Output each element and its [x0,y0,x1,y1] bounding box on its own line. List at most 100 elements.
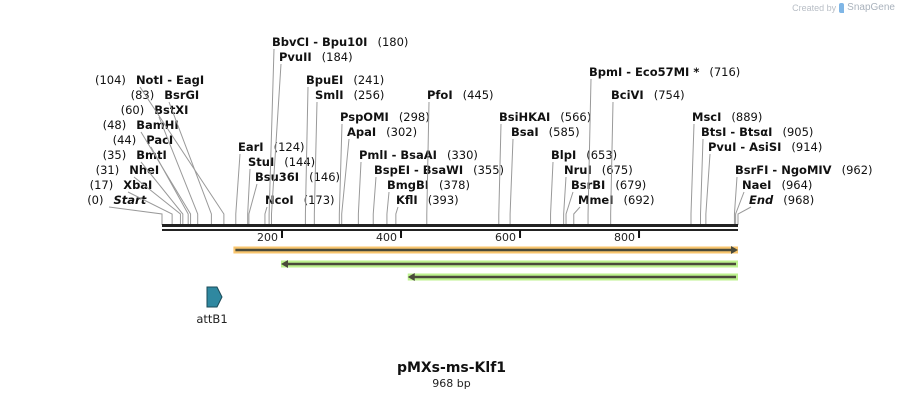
site-name: BspEI - BsaWI [374,163,463,177]
ruler-tick [638,230,641,238]
site-position: (180) [377,35,408,49]
site-position: (585) [549,125,580,139]
ruler-label: 600 [495,231,516,244]
restriction-site[interactable]: MmeI(692) [573,193,655,225]
restriction-site[interactable]: BsrFI - NgoMIV(962) [733,163,873,225]
plasmid-length: 968 bp [432,377,471,390]
svg-text:PmlI - BsaAI(330): PmlI - BsaAI(330) [359,148,478,162]
site-position: (905) [782,125,813,139]
restriction-site[interactable]: BbvCI - Bpu10I (180) [268,35,408,225]
svg-text:(17)XbaI: (17)XbaI [90,178,153,192]
svg-text:KflI(393): KflI(393) [396,193,459,207]
svg-text:BsiHKAI(566): BsiHKAI(566) [499,110,591,124]
restriction-site[interactable]: (17)XbaI [90,178,173,225]
restriction-site[interactable]: BsrBI(679) [565,178,646,225]
restriction-site[interactable]: MscI(889) [690,110,762,225]
restriction-site[interactable]: (35)BmtI [103,148,184,225]
restriction-site[interactable]: BpuEI (241) [304,73,384,225]
restriction-site[interactable]: BtsI - BtsαI (905) [700,125,814,225]
site-position: (146) [309,170,340,184]
site-position: (355) [473,163,504,177]
site-name: Bsu36I [255,170,299,184]
site-name: PvuII [279,50,312,64]
restriction-site[interactable]: NaeI(964) [735,178,813,225]
restriction-site[interactable]: BsaI(585) [509,125,580,225]
site-position: (241) [353,73,384,87]
ruler-tick [281,230,284,238]
site-name: End [749,193,774,207]
svg-text:BspEI - BsaWI(355): BspEI - BsaWI (355) [374,163,504,177]
attB1-label: attB1 [196,312,227,326]
snapgene-credit: Created by SnapGene [792,2,895,13]
green-feature-2[interactable] [407,273,738,281]
site-position: (124) [274,140,305,154]
restriction-site[interactable]: StuI(144) [247,155,316,225]
restriction-site[interactable]: EarI (124) [235,140,305,225]
svg-text:PspOMI(298): PspOMI(298) [340,110,430,124]
site-position: (302) [386,125,417,139]
restriction-site[interactable]: Bsu36I (146) [248,170,340,225]
restriction-site[interactable]: PmlI - BsaAI(330) [357,148,478,225]
site-position: (716) [709,65,740,79]
site-name: BtsI - BtsαI [701,125,772,139]
restriction-site[interactable]: ApaI(302) [341,125,417,225]
site-name: NaeI [742,178,771,192]
restriction-site[interactable]: NcoI(173) [264,193,335,225]
site-name: BmgBI [387,178,429,192]
restriction-site[interactable]: BlpI(653) [550,148,618,225]
site-position: (692) [624,193,655,207]
site-position: (31) [96,163,120,177]
svg-text:EarI(124): EarI (124) [238,140,305,154]
restriction-site[interactable]: BsiHKAI(566) [498,110,591,225]
site-position: (968) [783,193,814,207]
restriction-site[interactable]: PfoI(445) [426,88,494,225]
restriction-site[interactable]: PvuI - AsiSI(914) [705,140,822,225]
site-position: (144) [284,155,315,169]
site-position: (48) [103,118,127,132]
restriction-site[interactable]: (60)BstXI [121,103,199,225]
restriction-site[interactable]: KflI(393) [395,193,459,225]
ruler-label: 400 [376,231,397,244]
svg-text:(0)Start: (0)Start [87,193,147,207]
svg-text:(35)BmtI: (35)BmtI [103,148,167,162]
restriction-site[interactable]: BspEI - BsaWI (355) [372,163,504,225]
site-name: BpuEI [306,73,343,87]
restriction-site[interactable]: BmgBI (378) [386,178,470,225]
restriction-site[interactable]: PspOMI(298) [338,110,430,225]
green-feature-1[interactable] [281,260,738,268]
restriction-site[interactable]: (48)BamHI [103,118,192,225]
restriction-site[interactable]: (104)NotI - EagI [95,73,225,225]
ruler-tick [519,230,522,238]
ruler-label: 200 [257,231,278,244]
svg-text:PvuI - AsiSI(914): PvuI - AsiSI(914) [708,140,822,154]
restriction-site[interactable]: BciVI(754) [610,88,685,225]
restriction-site[interactable]: SmlI(256) [313,88,384,225]
restriction-site[interactable]: (0)Start [87,193,163,225]
site-name: KflI [396,193,418,207]
site-name: BpmI - Eco57MI * [589,65,699,79]
site-position: (754) [654,88,685,102]
snapgene-logo-icon [839,2,845,13]
site-position: (184) [322,50,353,64]
restriction-site[interactable]: NruI(675) [563,163,633,225]
site-name: EarI [238,140,264,154]
svg-text:BtsI - BtsαI(905): BtsI - BtsαI (905) [701,125,813,139]
site-name: BlpI [551,148,576,162]
restriction-site[interactable]: (83)BsrGI [131,88,212,225]
restriction-site[interactable]: PvuII (184) [270,50,353,225]
site-name: PfoI [427,88,453,102]
credit-prefix: Created by [792,2,837,13]
attB1-feature[interactable]: attB1 [196,286,228,326]
svg-text:(83)BsrGI: (83)BsrGI [131,88,200,102]
orange-feature[interactable] [233,246,738,254]
site-name: BbvCI - Bpu10I [272,35,367,49]
svg-text:ApaI(302): ApaI(302) [347,125,417,139]
restriction-site[interactable]: BpmI - Eco57MI * (716) [587,65,740,225]
restriction-site[interactable]: End (968) [737,193,814,225]
svg-text:BpuEI(241): BpuEI (241) [306,73,384,87]
site-position: (35) [103,148,127,162]
restriction-site[interactable]: (31)NheI [96,163,181,225]
site-position: (378) [439,178,470,192]
svg-text:MscI(889): MscI(889) [692,110,762,124]
site-name: PvuI - AsiSI [708,140,781,154]
